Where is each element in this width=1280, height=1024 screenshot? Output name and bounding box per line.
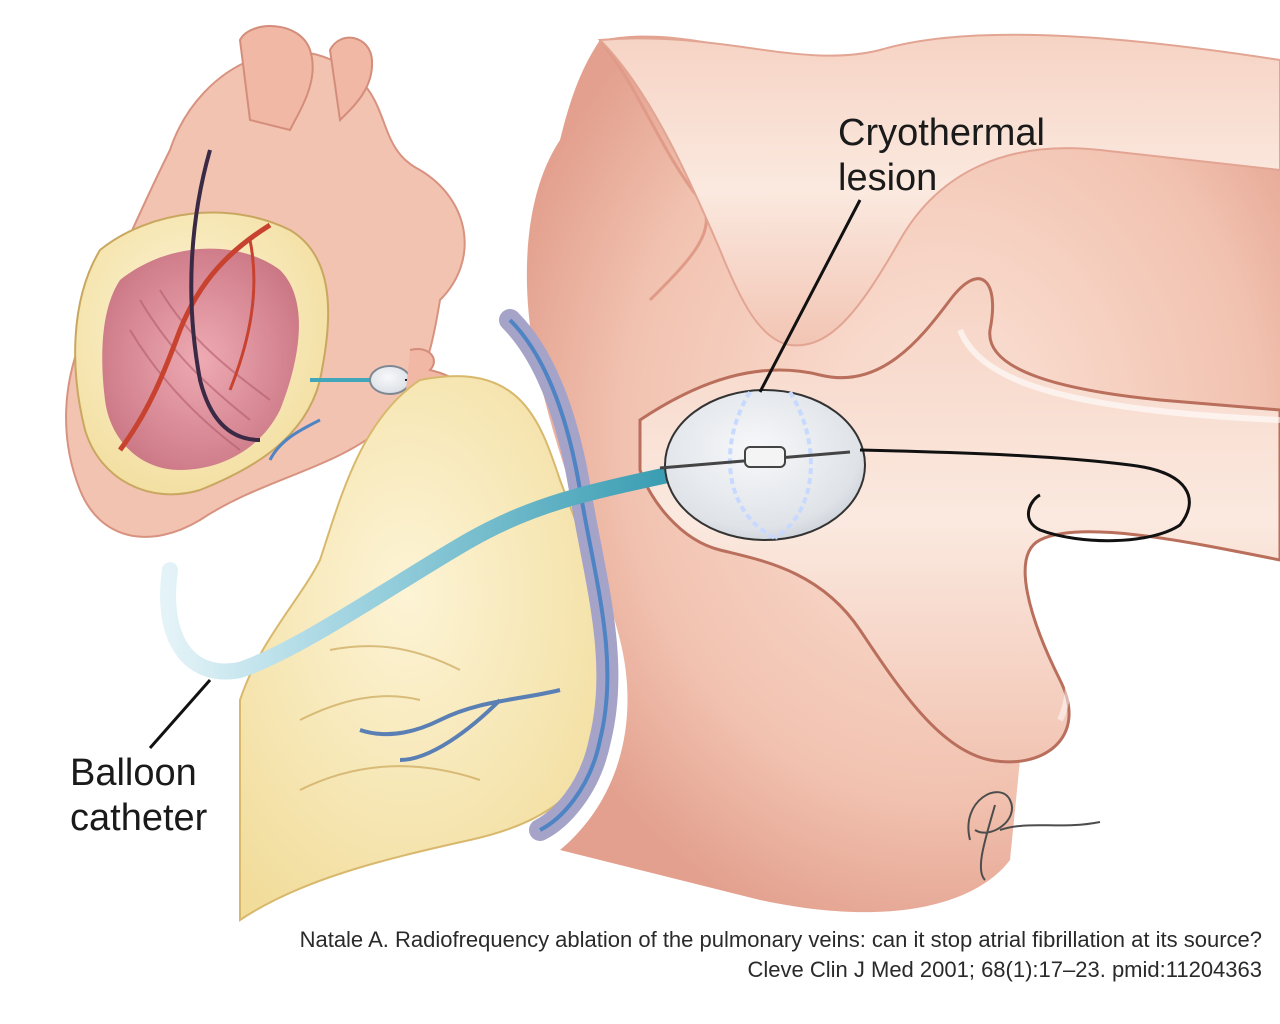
guidewire	[859, 448, 1191, 543]
cryothermal-label-line2: lesion	[838, 157, 937, 199]
cryothermal-label-line1: Cryothermal	[838, 112, 1045, 154]
balloon-label-line2: catheter	[70, 797, 208, 839]
upper-pulmonary-vein	[597, 33, 1280, 347]
balloon-catheter	[160, 460, 708, 680]
cryothermal-lesion-leader	[758, 199, 862, 393]
cryo-balloon	[659, 389, 866, 541]
balloon-label-line1: Balloon	[70, 752, 197, 794]
heart-illustration	[65, 25, 466, 538]
caption-citation-line2: Cleve Clin J Med 2001; 68(1):17–23. pmid…	[747, 957, 1262, 982]
balloon-catheter-leader	[148, 679, 212, 749]
artist-signature: Pangrace	[967, 791, 1101, 881]
caption-citation-line1: Natale A. Radiofrequency ablation of the…	[299, 927, 1262, 952]
